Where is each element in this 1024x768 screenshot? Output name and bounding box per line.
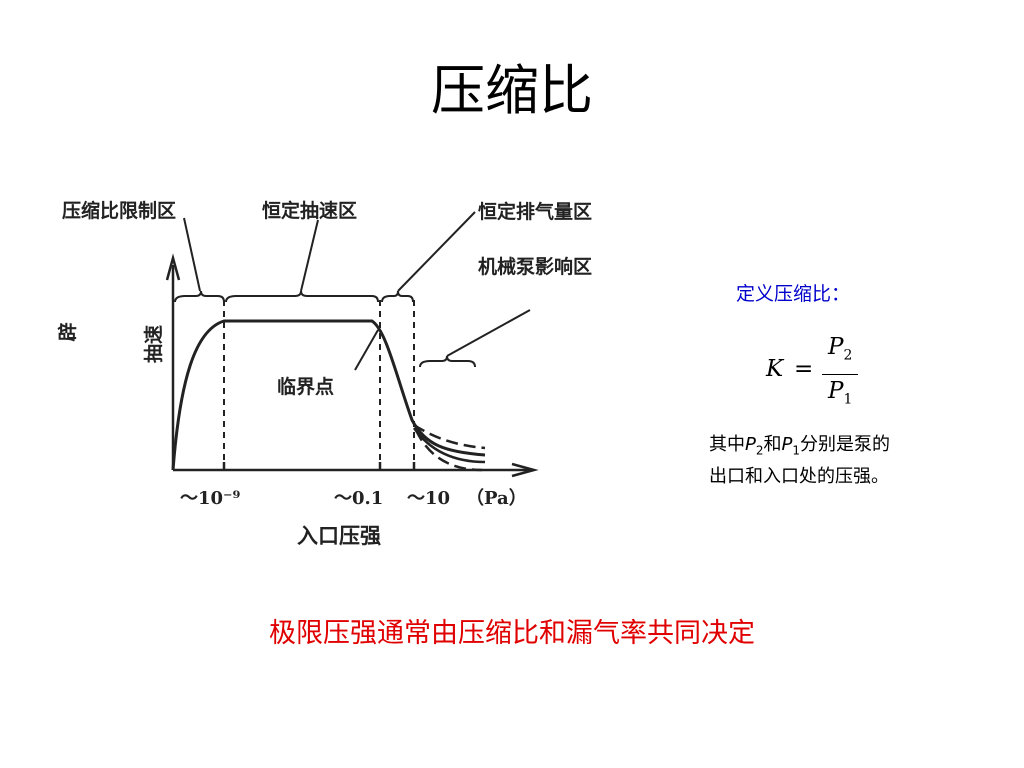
zone-label-constant-throughput: 恒定排气量区 bbox=[478, 200, 592, 223]
conclusion-text: 极限压强通常由压缩比和漏气率共同决定 bbox=[269, 618, 755, 649]
critical-point-label: 临界点 bbox=[277, 375, 334, 398]
brace-constant-throughput bbox=[381, 290, 414, 303]
fraction-bar bbox=[822, 374, 858, 375]
region-braces bbox=[174, 290, 476, 368]
curve-variant-dashed-2 bbox=[414, 429, 483, 472]
compression-ratio-formula: K = P2 P1 bbox=[764, 334, 864, 414]
leader-mechanical-pump bbox=[446, 309, 531, 357]
x-tick-label-0-1: ～0.1 bbox=[334, 488, 383, 509]
curve-variant-dashed-1 bbox=[413, 423, 486, 450]
y-axis-label: 抽速 bbox=[142, 325, 165, 363]
x-tick-label-1e-9: ～10⁻⁹ bbox=[180, 488, 241, 509]
brace-compression-limited bbox=[174, 290, 225, 303]
leader-critical-point bbox=[354, 329, 379, 371]
edge-glyph: 辟 bbox=[56, 322, 79, 341]
region-boundaries bbox=[223, 300, 415, 462]
leader-constant-speed bbox=[300, 219, 319, 292]
x-axis-label: 入口压强 bbox=[297, 524, 381, 548]
brace-constant-speed bbox=[225, 290, 379, 303]
slide-title: 压缩比 bbox=[431, 59, 593, 122]
formula-lhs: K bbox=[766, 356, 784, 382]
x-unit-label: （Pa） bbox=[466, 488, 527, 509]
zone-label-constant-speed: 恒定抽速区 bbox=[262, 199, 357, 222]
brace-mechanical-pump bbox=[419, 355, 476, 368]
formula-denominator: P1 bbox=[828, 378, 853, 408]
x-tick-marks bbox=[222, 462, 416, 470]
zone-label-mechanical-pump: 机械泵影响区 bbox=[478, 255, 592, 278]
x-tick-label-10: ～10 bbox=[407, 488, 450, 509]
leader-lines bbox=[183, 211, 531, 371]
y-axis-arrow-icon bbox=[165, 253, 181, 281]
pressure-description: 其中P2和P1分别是泵的 出口和入口处的压强。 bbox=[709, 432, 999, 490]
curve-variant-solid bbox=[412, 427, 486, 464]
formula-numerator: P2 bbox=[828, 334, 853, 364]
zone-label-compression-limited: 压缩比限制区 bbox=[62, 199, 176, 222]
axes bbox=[165, 253, 539, 478]
definition-title: 定义压缩比： bbox=[736, 283, 851, 305]
description-line-1: 其中P2和P1分别是泵的 bbox=[709, 434, 890, 458]
leader-compression-limited bbox=[183, 217, 201, 292]
leader-constant-throughput bbox=[397, 211, 476, 292]
pumping-speed-curve bbox=[171, 319, 486, 471]
description-line-2: 出口和入口处的压强。 bbox=[709, 465, 889, 487]
x-axis-arrow-icon bbox=[511, 462, 539, 478]
formula-equals: = bbox=[794, 356, 814, 382]
